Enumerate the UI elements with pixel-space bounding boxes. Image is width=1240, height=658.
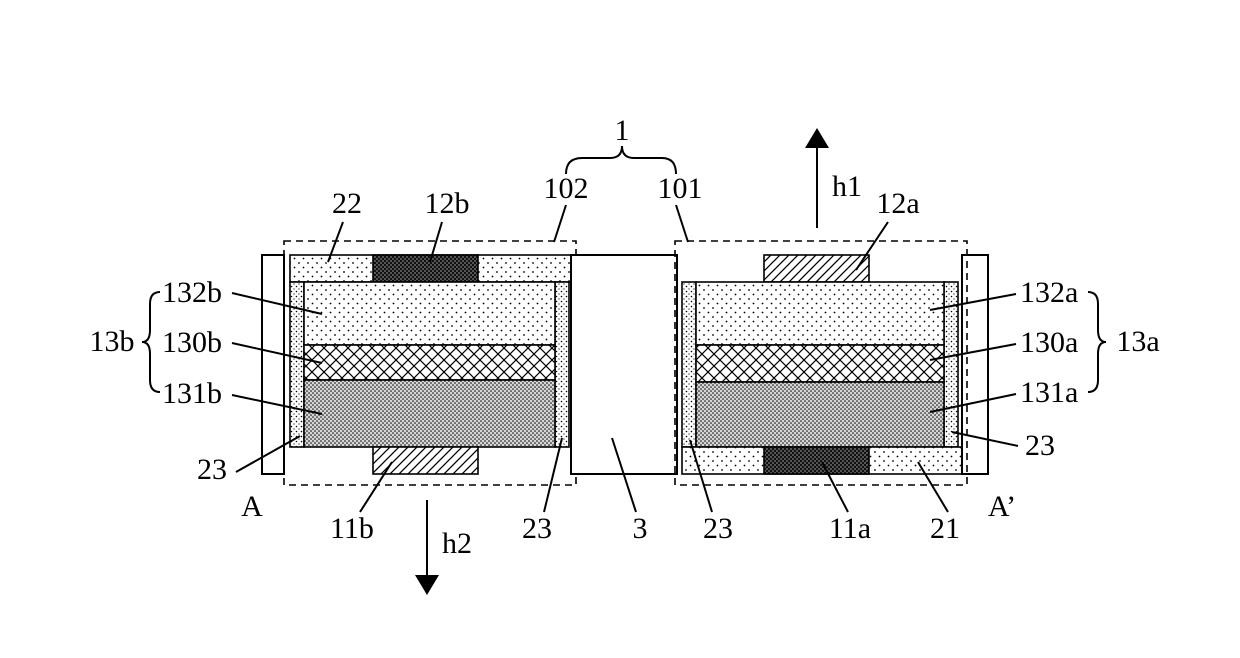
label-3: 3 (633, 512, 648, 545)
label-13a: 13a (1116, 325, 1159, 358)
label-11b: 11b (330, 512, 374, 545)
brace-1 (566, 146, 676, 174)
label-A: A (241, 490, 263, 523)
label-130a: 130a (1020, 326, 1078, 359)
leader-23-center-left (544, 438, 562, 512)
brace-13a (1088, 292, 1106, 392)
electrode-12a (764, 255, 869, 282)
label-12a: 12a (876, 187, 919, 220)
layer-131b (304, 380, 555, 447)
layer-131a (696, 382, 944, 447)
divider-3 (571, 255, 677, 474)
leader-101 (676, 205, 688, 242)
label-132b: 132b (162, 276, 222, 309)
layer-130b (304, 345, 555, 380)
label-23-center-right: 23 (703, 512, 733, 545)
label-23-center-left: 23 (522, 512, 552, 545)
label-132a: 132a (1020, 276, 1078, 309)
label-101: 101 (658, 172, 703, 205)
label-21: 21 (930, 512, 960, 545)
label-11a: 11a (829, 512, 871, 545)
label-1: 1 (615, 114, 630, 147)
brace-13b (142, 292, 160, 392)
label-102: 102 (544, 172, 589, 205)
label-13b: 13b (90, 325, 135, 358)
electrode-12b (373, 255, 478, 282)
label-A-prime: A’ (988, 490, 1016, 523)
label-h2: h2 (442, 527, 472, 560)
wall-23-left-inner (555, 282, 569, 447)
layer-130a (696, 345, 944, 382)
wall-23-right-inner (682, 282, 696, 447)
label-131b: 131b (162, 377, 222, 410)
label-23-right: 23 (1025, 429, 1055, 462)
outer-frame-right (962, 255, 988, 474)
electrode-11a (764, 447, 869, 474)
electrode-11b (373, 447, 478, 474)
layer-132b (304, 282, 555, 345)
label-23-left: 23 (197, 453, 227, 486)
outer-frame-left (262, 255, 284, 474)
leader-12a (856, 222, 888, 270)
label-131a: 131a (1020, 376, 1078, 409)
label-22: 22 (332, 187, 362, 220)
leader-102 (554, 205, 566, 242)
layer-132a (696, 282, 944, 345)
label-130b: 130b (162, 326, 222, 359)
label-h1: h1 (832, 170, 862, 203)
label-12b: 12b (425, 187, 470, 220)
